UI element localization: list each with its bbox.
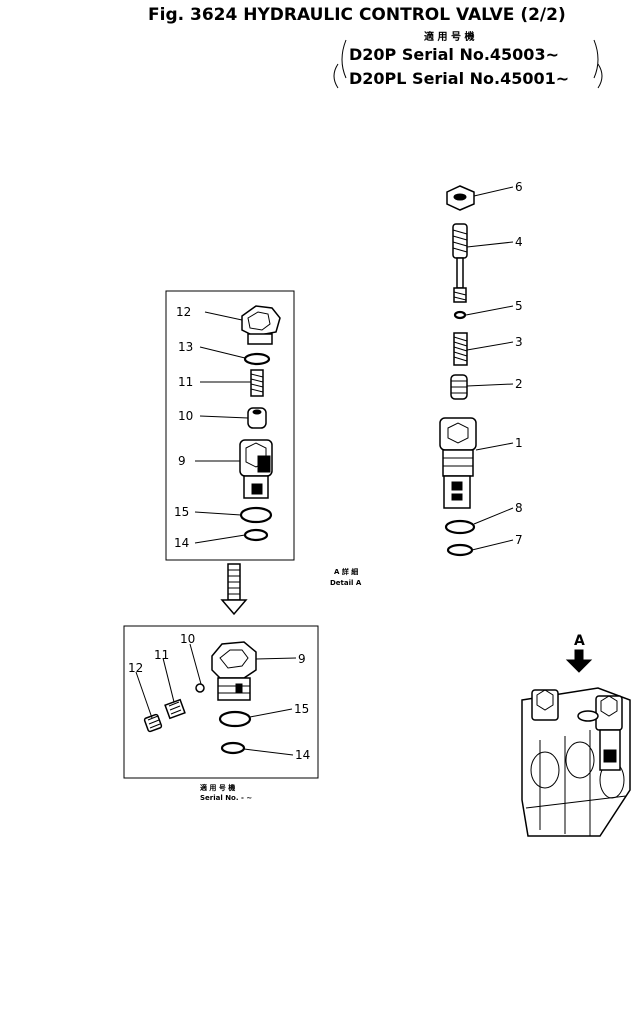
callout-box-10: 10 xyxy=(178,409,193,423)
callout-5: 5 xyxy=(515,299,523,313)
part-11-spring xyxy=(250,369,264,397)
callout-6: 6 xyxy=(515,180,523,194)
part-10-ball xyxy=(195,683,205,693)
part-7-o-ring xyxy=(446,543,474,557)
valve-assembly-illustration xyxy=(521,687,631,837)
part-8-o-ring xyxy=(444,519,476,535)
callout-7: 7 xyxy=(515,533,523,547)
part-4-adjusting-screw xyxy=(452,223,468,303)
part-12-plug-small xyxy=(143,713,163,733)
part-10-poppet xyxy=(247,407,267,429)
callout-b-14: 14 xyxy=(295,748,310,762)
serial-line-1: D20P Serial No.45003~ xyxy=(349,45,559,64)
detail-box-top xyxy=(165,290,295,561)
callout-box-12: 12 xyxy=(176,305,191,319)
callout-box-13: 13 xyxy=(178,340,193,354)
callout-box-15: 15 xyxy=(174,505,189,519)
part-9-body-assembled xyxy=(211,641,257,701)
callout-b-12: 12 xyxy=(128,661,143,675)
down-arrow-icon xyxy=(220,563,248,616)
serial-line-2: D20PL Serial No.45001~ xyxy=(349,69,569,88)
part-14-o-ring-bottom xyxy=(220,741,246,755)
callout-box-11: 11 xyxy=(178,375,193,389)
part-11-spring-small xyxy=(164,698,186,720)
part-15-o-ring xyxy=(239,506,273,524)
bracket-left-2 xyxy=(333,63,339,89)
callout-8: 8 xyxy=(515,501,523,515)
part-3-spring xyxy=(453,332,468,366)
bottom-note-en: Serial No. - ~ xyxy=(200,794,252,802)
callout-b-11: 11 xyxy=(154,648,169,662)
callout-b-10: 10 xyxy=(180,632,195,646)
callout-1: 1 xyxy=(515,436,523,450)
callout-2: 2 xyxy=(515,377,523,391)
callout-b-15: 15 xyxy=(294,702,309,716)
bracket-right xyxy=(593,39,599,79)
detail-label-jp: A 詳 細 xyxy=(334,567,358,576)
part-12-plug xyxy=(241,305,281,345)
applicable-models-label: 適 用 号 機 xyxy=(424,30,474,43)
callout-4: 4 xyxy=(515,235,523,249)
part-6-nut xyxy=(446,185,475,211)
part-15-o-ring-bottom xyxy=(218,710,252,728)
callout-box-14: 14 xyxy=(174,536,189,550)
part-14-o-ring xyxy=(243,528,269,542)
part-5-o-ring xyxy=(453,310,467,320)
bottom-note-jp: 適 用 号 機 xyxy=(200,783,235,792)
view-arrow-icon xyxy=(565,649,593,673)
part-13-o-ring xyxy=(243,352,271,366)
bracket-right-2 xyxy=(597,63,603,89)
part-2-poppet xyxy=(450,374,468,400)
detail-label-en: Detail A xyxy=(330,579,362,587)
figure-title: Fig. 3624 HYDRAULIC CONTROL VALVE (2/2) xyxy=(148,5,566,25)
callout-3: 3 xyxy=(515,335,523,349)
callout-box-9: 9 xyxy=(178,454,186,468)
detail-box-bottom xyxy=(123,625,319,779)
view-arrow-label: A xyxy=(574,633,585,649)
part-9-valve-body xyxy=(239,439,273,499)
bracket-left xyxy=(341,39,347,79)
callout-b-9: 9 xyxy=(298,652,306,666)
part-1-valve-body xyxy=(439,417,477,509)
